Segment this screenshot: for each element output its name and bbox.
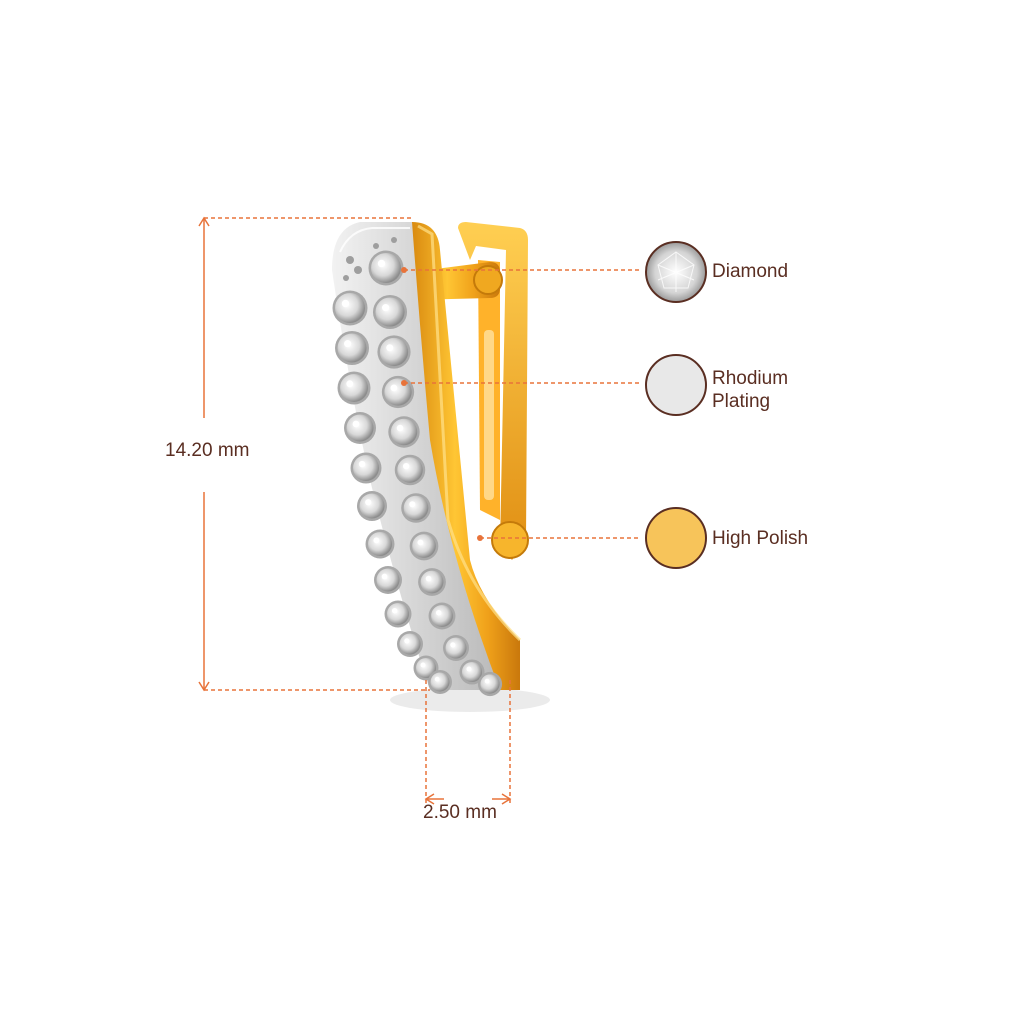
diamond-stone [332,290,368,326]
diamond-stone [418,568,446,596]
legend-diamond-text: Diamond [712,261,789,282]
callout-dots [401,267,483,541]
diamond-swatch [645,241,707,303]
diamond-stone [374,566,402,594]
diamond-stone [337,371,371,405]
callout-lines [404,269,640,539]
width-dimension [424,680,512,805]
legend-high-polish-label: High Polish [712,527,808,550]
diamond-stone [365,529,395,559]
diamond-stone [384,600,412,628]
diamond-stone [409,531,439,561]
diamond-stone [350,452,382,484]
legend-high-polish-text: High Polish [712,528,809,549]
rhodium-swatch [645,354,707,416]
height-label: 14.20 mm [165,440,250,461]
legend-rhodium-line1: Rhodium [712,368,789,389]
diamond-stone [443,635,469,661]
diamond-stone [372,294,408,330]
diamond-stone [394,454,426,486]
diamond-stone [401,493,431,523]
height-dimension [198,216,430,692]
diamond-stone [381,375,415,409]
high-polish-swatch [645,507,707,569]
diamond-stone [388,416,420,448]
legend-rhodium-line2: Plating [712,391,771,412]
diamond-stone [377,335,411,369]
legend-rhodium-label: Rhodium Plating [712,367,788,413]
diamond-stone [397,631,423,657]
width-label: 2.50 mm [423,802,497,823]
diamond-stone [459,659,485,685]
diamond-stone [335,331,369,365]
diamond-stone [344,412,376,444]
diamond-stone [477,671,503,697]
diamond-stones [332,250,503,697]
diamond-stone [357,491,387,521]
earring-illustration [332,222,550,712]
diamond-stone [428,670,452,694]
diamond-stone [368,250,404,286]
legend-diamond-label: Diamond [712,260,788,283]
diamond-stone [428,602,456,630]
